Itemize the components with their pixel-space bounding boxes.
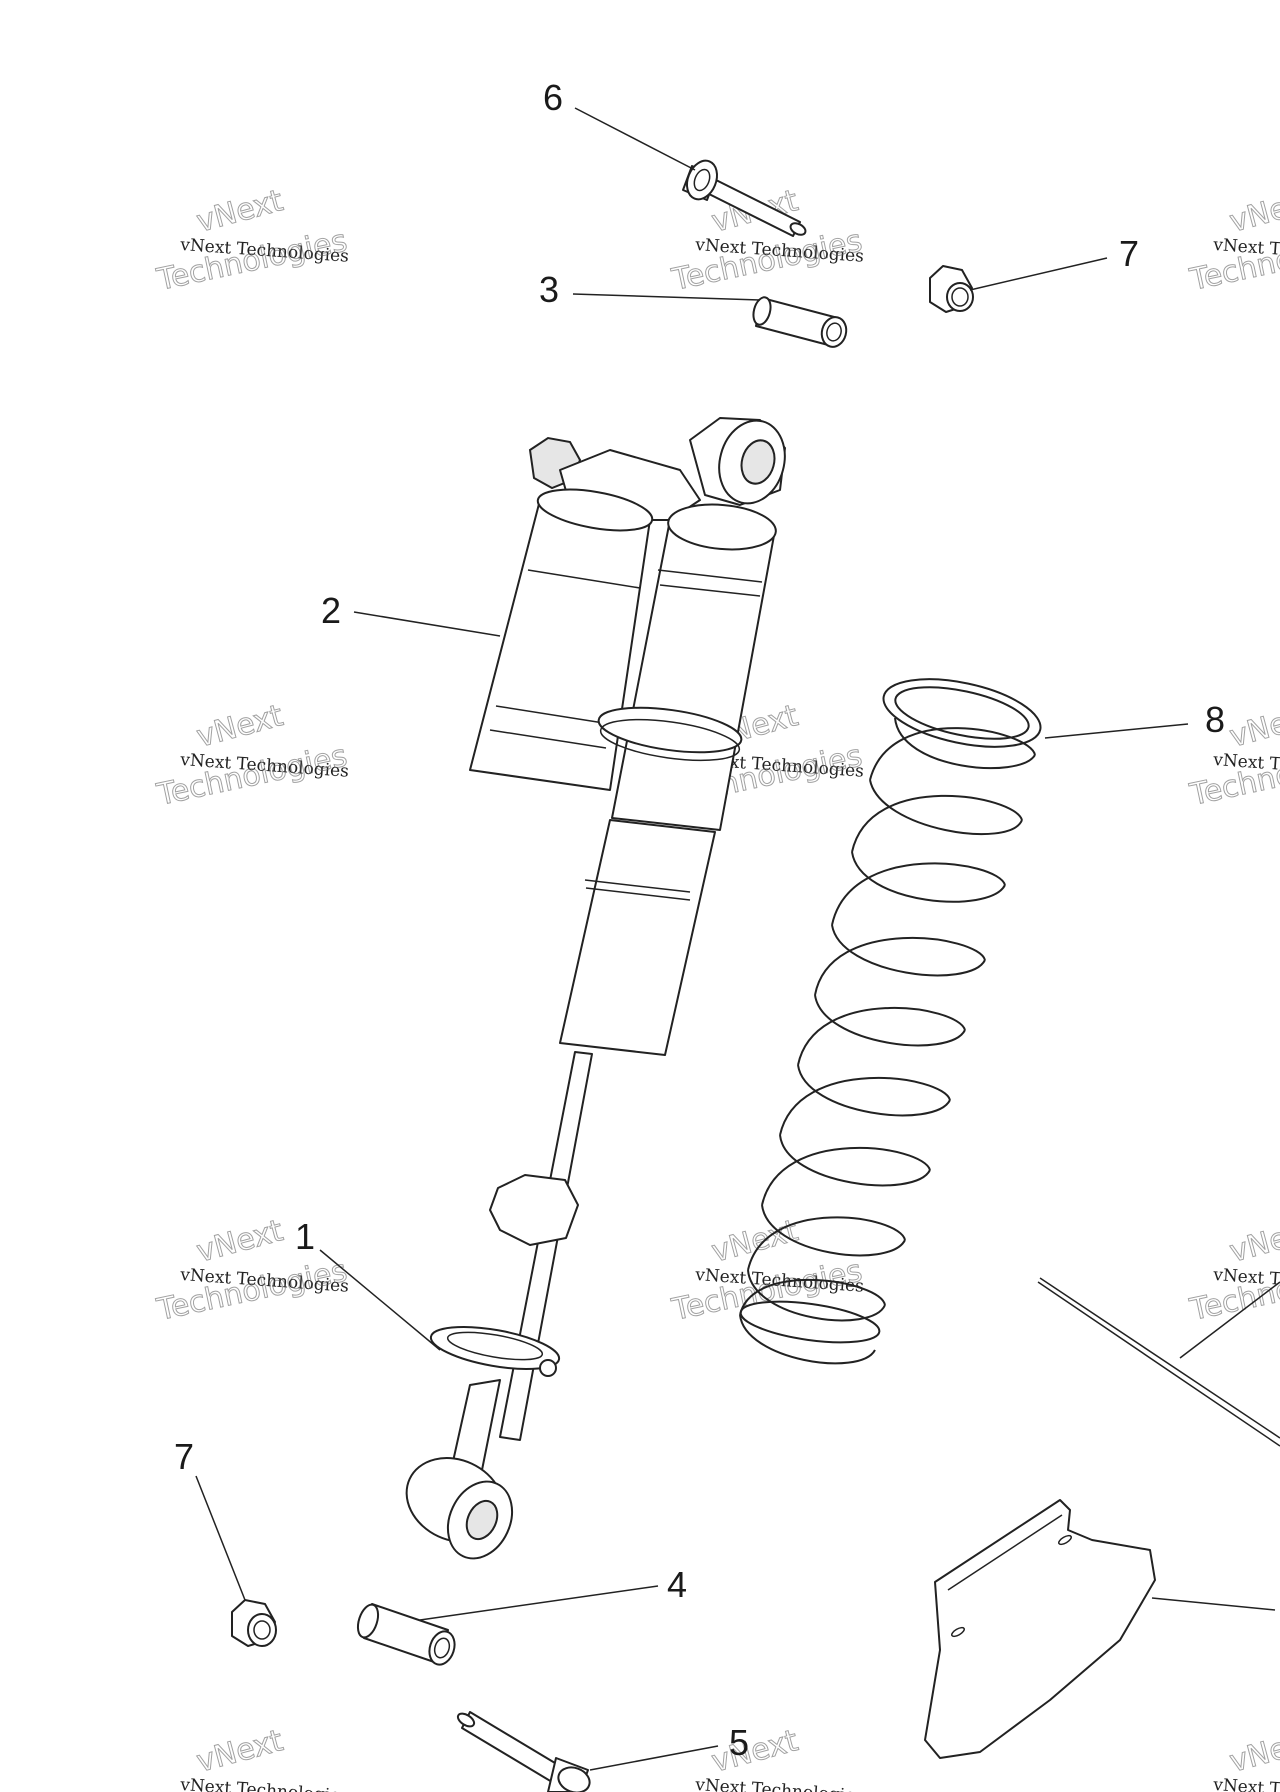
- watermark: vNext vNext Technologies Technologies: [1186, 698, 1280, 814]
- watermark-vnext: vNext: [193, 1213, 287, 1270]
- part-7-nut-top: [929, 265, 974, 313]
- watermark: vNext vNext Technologies: [179, 1723, 350, 1792]
- watermark: vNext vNext Technologies Technologies: [1186, 1213, 1280, 1329]
- part-guard-plate: [924, 1499, 1156, 1759]
- watermark-vnext: vNext: [708, 1723, 802, 1780]
- part-7-nut-bottom: [231, 1599, 277, 1647]
- callout-7-top: 7: [1119, 233, 1139, 274]
- edge-line: [1039, 1277, 1280, 1439]
- watermark-vnext: vNext: [1226, 1213, 1280, 1270]
- watermark-vnext: vNext: [193, 1723, 287, 1780]
- watermark: vNext vNext Technologies Technologies: [668, 183, 866, 299]
- part-3-spacer: [752, 296, 848, 348]
- watermark-vnext: vNext: [1226, 183, 1280, 240]
- watermark: vNext vNext Technologies Technologies: [153, 1213, 351, 1329]
- part-5-bolt: [456, 1711, 591, 1792]
- watermark: vNext vNext Technologies: [1212, 1723, 1280, 1792]
- part-2-shock-absorber: [405, 417, 786, 1560]
- watermark-text: vNext Technologies: [1212, 1775, 1280, 1792]
- watermark-vnext: vNext: [1226, 1723, 1280, 1780]
- callout-5: 5: [729, 1722, 749, 1763]
- callout-8: 8: [1205, 699, 1225, 740]
- callout-4: 4: [667, 1564, 687, 1605]
- watermark: vNext vNext Technologies Technologies: [668, 1213, 866, 1329]
- watermark-vnext: vNext: [708, 1213, 802, 1270]
- callout-7-bottom: 7: [174, 1436, 194, 1477]
- part-4-spacer: [356, 1603, 456, 1666]
- watermark-vnext: vNext: [193, 183, 287, 240]
- watermark: vNext vNext Technologies Technologies: [1186, 183, 1280, 299]
- watermark-vnext: vNext: [193, 698, 287, 755]
- callout-1: 1: [295, 1216, 315, 1257]
- callout-labels: 6 3 7 2 8 1 7 4 5: [174, 77, 1225, 1763]
- watermark: vNext vNext Technologies Technologies: [153, 183, 351, 299]
- callout-2: 2: [321, 590, 341, 631]
- watermark-text: vNext Technologies: [179, 1775, 350, 1792]
- part-8-coil-spring: [739, 678, 1042, 1365]
- leader-lines: [195, 107, 1280, 1771]
- watermark-text: vNext Technologies: [694, 1775, 865, 1792]
- watermark: vNext vNext Technologies Technologies: [153, 698, 351, 814]
- watermark: vNext vNext Technologies: [694, 1723, 865, 1792]
- edge-line-lower: [1037, 1281, 1280, 1447]
- part-1-retainer: [429, 1325, 561, 1377]
- callout-6: 6: [543, 77, 563, 118]
- callout-3: 3: [539, 269, 559, 310]
- watermark-vnext: vNext: [1226, 698, 1280, 755]
